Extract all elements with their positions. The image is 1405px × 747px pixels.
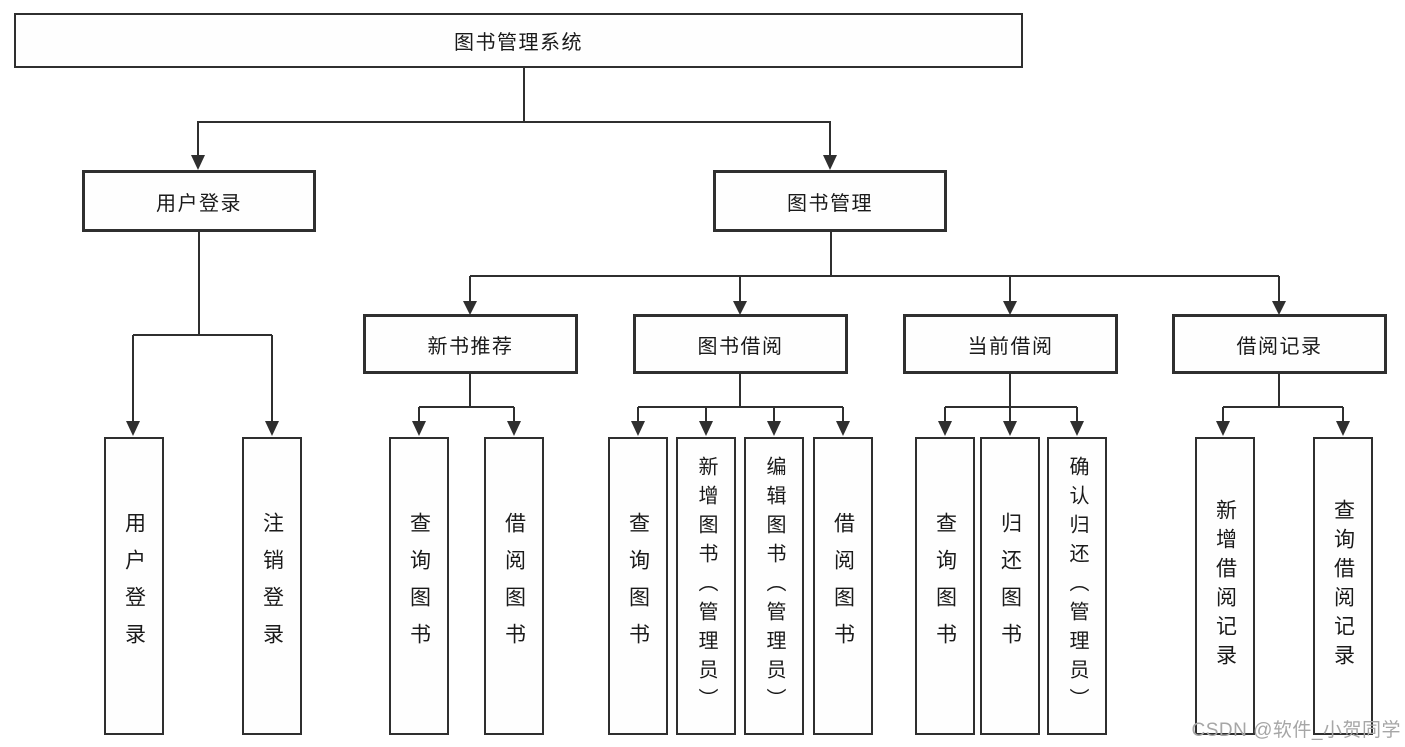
leaf-user-login: 用户登录 (104, 437, 164, 735)
leaf-label: 编辑图书（管理员） (763, 455, 785, 717)
leaf-label: 借阅图书 (831, 512, 855, 660)
leaf-borrow-books: 借阅图书 (813, 437, 873, 735)
leaf-label: 新增图书（管理员） (695, 455, 717, 717)
node-user-login: 用户登录 (82, 170, 316, 232)
leaf-label: 查询图书 (933, 512, 957, 660)
leaf-label: 新增借阅记录 (1213, 499, 1237, 673)
leaf-borrow-books-recommend: 借阅图书 (484, 437, 544, 735)
leaf-label: 确认归还（管理员） (1066, 455, 1088, 717)
leaf-query-books-borrowing: 查询图书 (608, 437, 668, 735)
leaf-label: 归还图书 (998, 512, 1022, 660)
arrowhead-icons (126, 155, 1350, 436)
leaf-label: 注销登录 (260, 512, 284, 660)
leaf-logout: 注销登录 (242, 437, 302, 735)
node-label: 新书推荐 (427, 335, 514, 358)
node-book-management: 图书管理 (713, 170, 947, 232)
node-borrowing-records: 借阅记录 (1172, 314, 1387, 374)
leaf-label: 查询借阅记录 (1331, 499, 1355, 673)
leaf-edit-book-admin: 编辑图书（管理员） (744, 437, 804, 735)
leaf-query-books-recommend: 查询图书 (389, 437, 449, 735)
leaf-query-books-current: 查询图书 (915, 437, 975, 735)
node-label: 图书借阅 (697, 335, 784, 358)
leaf-add-book-admin: 新增图书（管理员） (676, 437, 736, 735)
leaf-label: 查询图书 (626, 512, 650, 660)
node-label: 用户登录 (156, 192, 242, 215)
csdn-watermark: CSDN @软件_小贺同学 (1191, 720, 1401, 741)
node-label: 借阅记录 (1236, 335, 1323, 358)
leaf-label: 用户登录 (122, 512, 146, 660)
leaf-label: 借阅图书 (502, 512, 526, 660)
node-book-borrowing: 图书借阅 (633, 314, 848, 374)
leaf-add-borrow-record: 新增借阅记录 (1195, 437, 1255, 735)
node-label: 图书管理系统 (454, 32, 583, 54)
node-label: 图书管理 (787, 192, 873, 215)
leaf-query-borrow-record: 查询借阅记录 (1313, 437, 1373, 735)
leaf-return-book: 归还图书 (980, 437, 1040, 735)
node-root: 图书管理系统 (14, 13, 1023, 68)
node-current-borrowing: 当前借阅 (903, 314, 1118, 374)
node-new-book-recommendation: 新书推荐 (363, 314, 578, 374)
connector-lines (132, 68, 1344, 423)
leaf-confirm-return-admin: 确认归还（管理员） (1047, 437, 1107, 735)
leaf-label: 查询图书 (407, 512, 431, 660)
node-label: 当前借阅 (967, 335, 1054, 358)
